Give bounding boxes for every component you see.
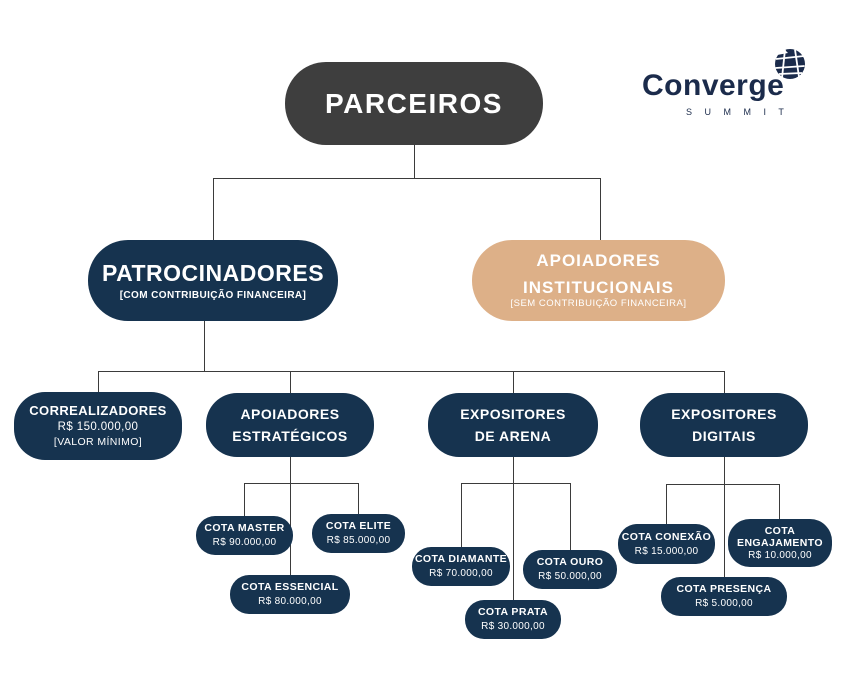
node-cota-diamante-title: COTA DIAMANTE bbox=[414, 553, 508, 565]
globe-icon bbox=[773, 47, 807, 81]
connector-line bbox=[290, 371, 291, 393]
connector-line bbox=[290, 457, 291, 575]
connector-line bbox=[204, 321, 205, 371]
node-apoiadores-institucionais: APOIADORES INSTITUCIONAIS [SEM CONTRIBUI… bbox=[472, 240, 725, 321]
connector-line bbox=[570, 483, 571, 550]
node-cota-engajamento-value: R$ 10.000,00 bbox=[748, 549, 812, 561]
connector-line bbox=[213, 178, 601, 179]
node-cota-essencial: COTA ESSENCIAL R$ 80.000,00 bbox=[230, 575, 350, 614]
node-apoiadores-estrategicos-line2: ESTRATÉGICOS bbox=[232, 428, 348, 444]
connector-line bbox=[244, 483, 358, 484]
node-cota-master-value: R$ 90.000,00 bbox=[212, 537, 277, 548]
connector-line bbox=[461, 483, 462, 547]
node-cota-engajamento-line2: ENGAJAMENTO bbox=[737, 536, 823, 549]
node-cota-ouro: COTA OURO R$ 50.000,00 bbox=[523, 550, 617, 589]
node-parceiros: PARCEIROS bbox=[285, 62, 543, 145]
node-apoiadores-institucionais-line2: INSTITUCIONAIS bbox=[523, 277, 674, 297]
node-patrocinadores-title: PATROCINADORES bbox=[101, 260, 325, 286]
node-patrocinadores-subtitle: [COM CONTRIBUIÇÃO FINANCEIRA] bbox=[119, 290, 307, 301]
node-cota-elite-value: R$ 85.000,00 bbox=[326, 535, 391, 546]
node-cota-elite: COTA ELITE R$ 85.000,00 bbox=[312, 514, 405, 553]
node-expositores-arena-line2: DE ARENA bbox=[474, 428, 552, 444]
node-expositores-arena: EXPOSITORES DE ARENA bbox=[428, 393, 598, 457]
node-cota-ouro-value: R$ 50.000,00 bbox=[538, 571, 602, 582]
node-cota-ouro-title: COTA OURO bbox=[536, 556, 604, 568]
connector-line bbox=[244, 483, 245, 516]
node-cota-engajamento: COTA ENGAJAMENTO R$ 10.000,00 bbox=[728, 519, 832, 567]
node-cota-essencial-title: COTA ESSENCIAL bbox=[241, 581, 339, 593]
connector-line bbox=[213, 178, 214, 240]
node-cota-presenca-title: COTA PRESENÇA bbox=[676, 583, 772, 595]
node-expositores-digitais-line2: DIGITAIS bbox=[692, 428, 756, 444]
node-expositores-digitais-line1: EXPOSITORES bbox=[671, 406, 777, 422]
node-apoiadores-estrategicos: APOIADORES ESTRATÉGICOS bbox=[206, 393, 374, 457]
connector-line bbox=[414, 145, 415, 178]
converge-summit-logo: Converge S U M M I T bbox=[642, 47, 810, 123]
node-apoiadores-institucionais-subtitle: [SEM CONTRIBUIÇÃO FINANCEIRA] bbox=[510, 297, 687, 309]
node-cota-presenca: COTA PRESENÇA R$ 5.000,00 bbox=[661, 577, 787, 616]
node-parceiros-title: PARCEIROS bbox=[325, 87, 503, 119]
node-cota-master-title: COTA MASTER bbox=[204, 522, 285, 534]
connector-line bbox=[98, 371, 724, 372]
node-cota-prata: COTA PRATA R$ 30.000,00 bbox=[465, 600, 561, 639]
connector-line bbox=[98, 371, 99, 392]
node-cota-conexao-value: R$ 15.000,00 bbox=[634, 545, 699, 557]
node-correalizadores-value: R$ 150.000,00 bbox=[57, 421, 139, 433]
node-correalizadores-title: CORREALIZADORES bbox=[29, 403, 167, 418]
node-patrocinadores: PATROCINADORES [COM CONTRIBUIÇÃO FINANCE… bbox=[88, 240, 338, 321]
node-apoiadores-institucionais-line1: APOIADORES bbox=[536, 250, 661, 270]
logo-subtitle: S U M M I T bbox=[686, 107, 789, 117]
connector-line bbox=[666, 484, 779, 485]
node-expositores-digitais: EXPOSITORES DIGITAIS bbox=[640, 393, 808, 457]
connector-line bbox=[724, 371, 725, 393]
node-cota-presenca-value: R$ 5.000,00 bbox=[695, 598, 753, 609]
node-cota-conexao-title: COTA CONEXÃO bbox=[621, 530, 712, 543]
node-cota-diamante-value: R$ 70.000,00 bbox=[429, 568, 493, 579]
node-cota-master: COTA MASTER R$ 90.000,00 bbox=[196, 516, 293, 555]
node-correalizadores-note: [VALOR MÍNIMO] bbox=[53, 436, 143, 448]
connector-line bbox=[724, 457, 725, 577]
connector-line bbox=[461, 483, 570, 484]
node-correalizadores: CORREALIZADORES R$ 150.000,00 [VALOR MÍN… bbox=[14, 392, 182, 460]
node-cota-engajamento-line1: COTA bbox=[764, 524, 796, 537]
node-apoiadores-estrategicos-line1: APOIADORES bbox=[240, 406, 340, 422]
node-cota-elite-title: COTA ELITE bbox=[325, 520, 392, 532]
node-expositores-arena-line1: EXPOSITORES bbox=[460, 406, 566, 422]
node-cota-essencial-value: R$ 80.000,00 bbox=[258, 596, 322, 607]
node-cota-conexao: COTA CONEXÃO R$ 15.000,00 bbox=[618, 524, 715, 564]
connector-line bbox=[779, 484, 780, 519]
connector-line bbox=[513, 371, 514, 393]
connector-line bbox=[666, 484, 667, 524]
node-cota-prata-title: COTA PRATA bbox=[477, 606, 549, 618]
node-cota-prata-value: R$ 30.000,00 bbox=[481, 621, 545, 632]
connector-line bbox=[513, 457, 514, 600]
connector-line bbox=[600, 178, 601, 240]
node-cota-diamante: COTA DIAMANTE R$ 70.000,00 bbox=[412, 547, 510, 586]
logo-wordmark: Converge bbox=[642, 69, 785, 102]
connector-line bbox=[358, 483, 359, 514]
